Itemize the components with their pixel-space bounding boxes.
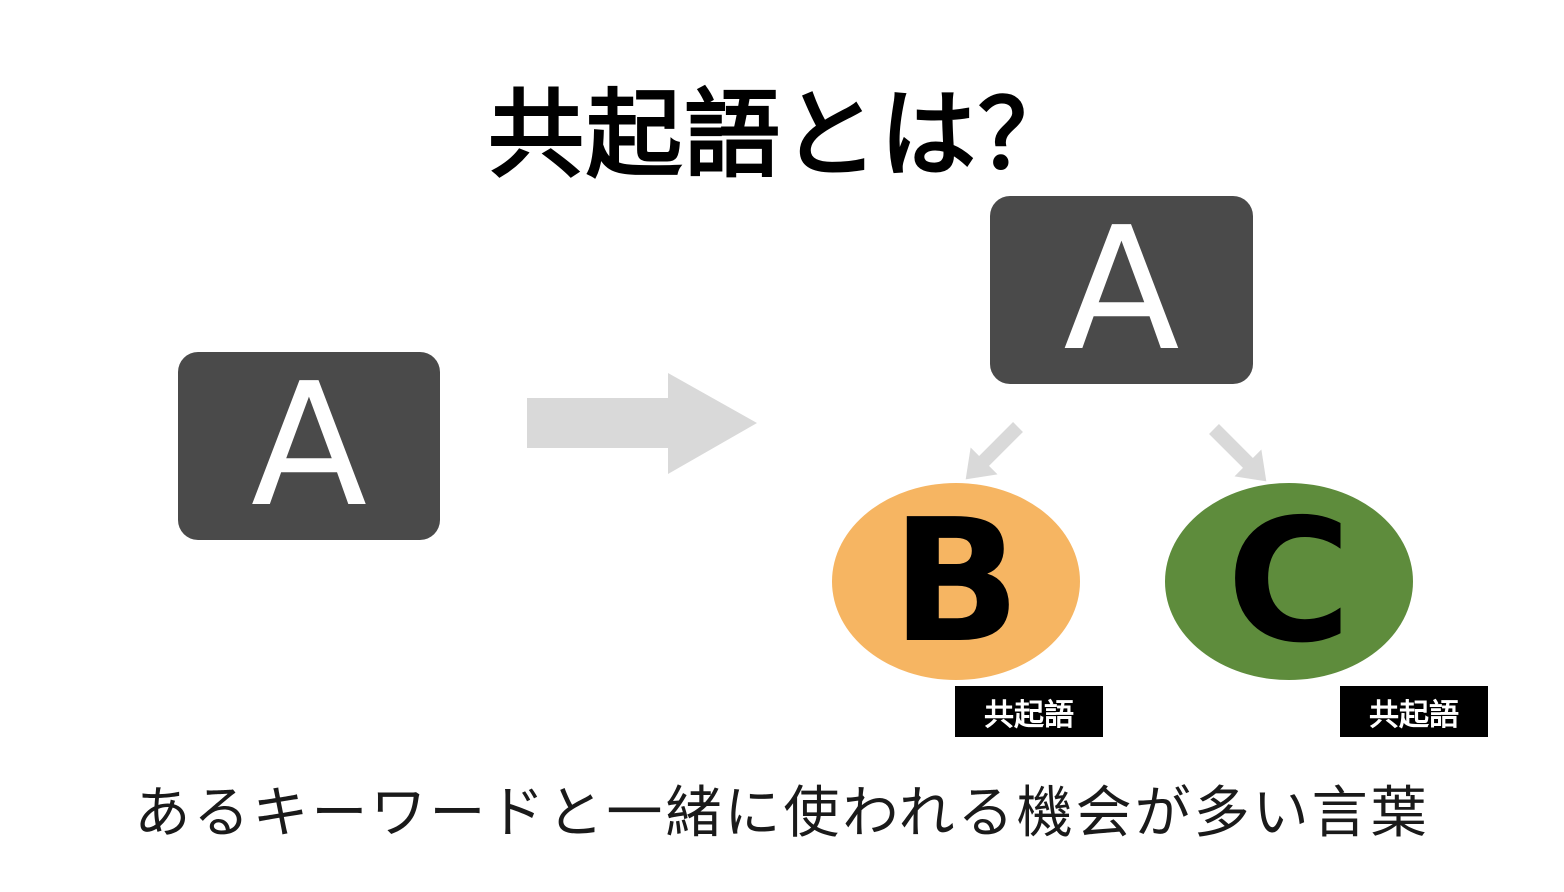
cooccurrence-tag-b: 共起語	[955, 686, 1103, 737]
keyword-box-left: A	[178, 347, 440, 545]
cooccurrence-node-c: C	[1165, 482, 1413, 681]
cooccurrence-node-b: B	[832, 482, 1080, 681]
keyword-box-top: A	[990, 191, 1253, 389]
keyword-label-left: A	[250, 347, 368, 545]
keyword-label-top: A	[1063, 191, 1180, 389]
cooccurrence-tag-c: 共起語	[1340, 686, 1488, 737]
node-c-label: C	[1226, 482, 1352, 681]
page-title: 共起語とは？	[488, 79, 1076, 191]
main-arrow-right	[527, 373, 757, 474]
arrow-to-c	[1209, 424, 1267, 482]
node-b-label: B	[891, 482, 1021, 681]
definition-caption: あるキーワードと一緒に使われる機会が多い言葉	[134, 781, 1430, 846]
arrow-to-b	[965, 422, 1023, 480]
